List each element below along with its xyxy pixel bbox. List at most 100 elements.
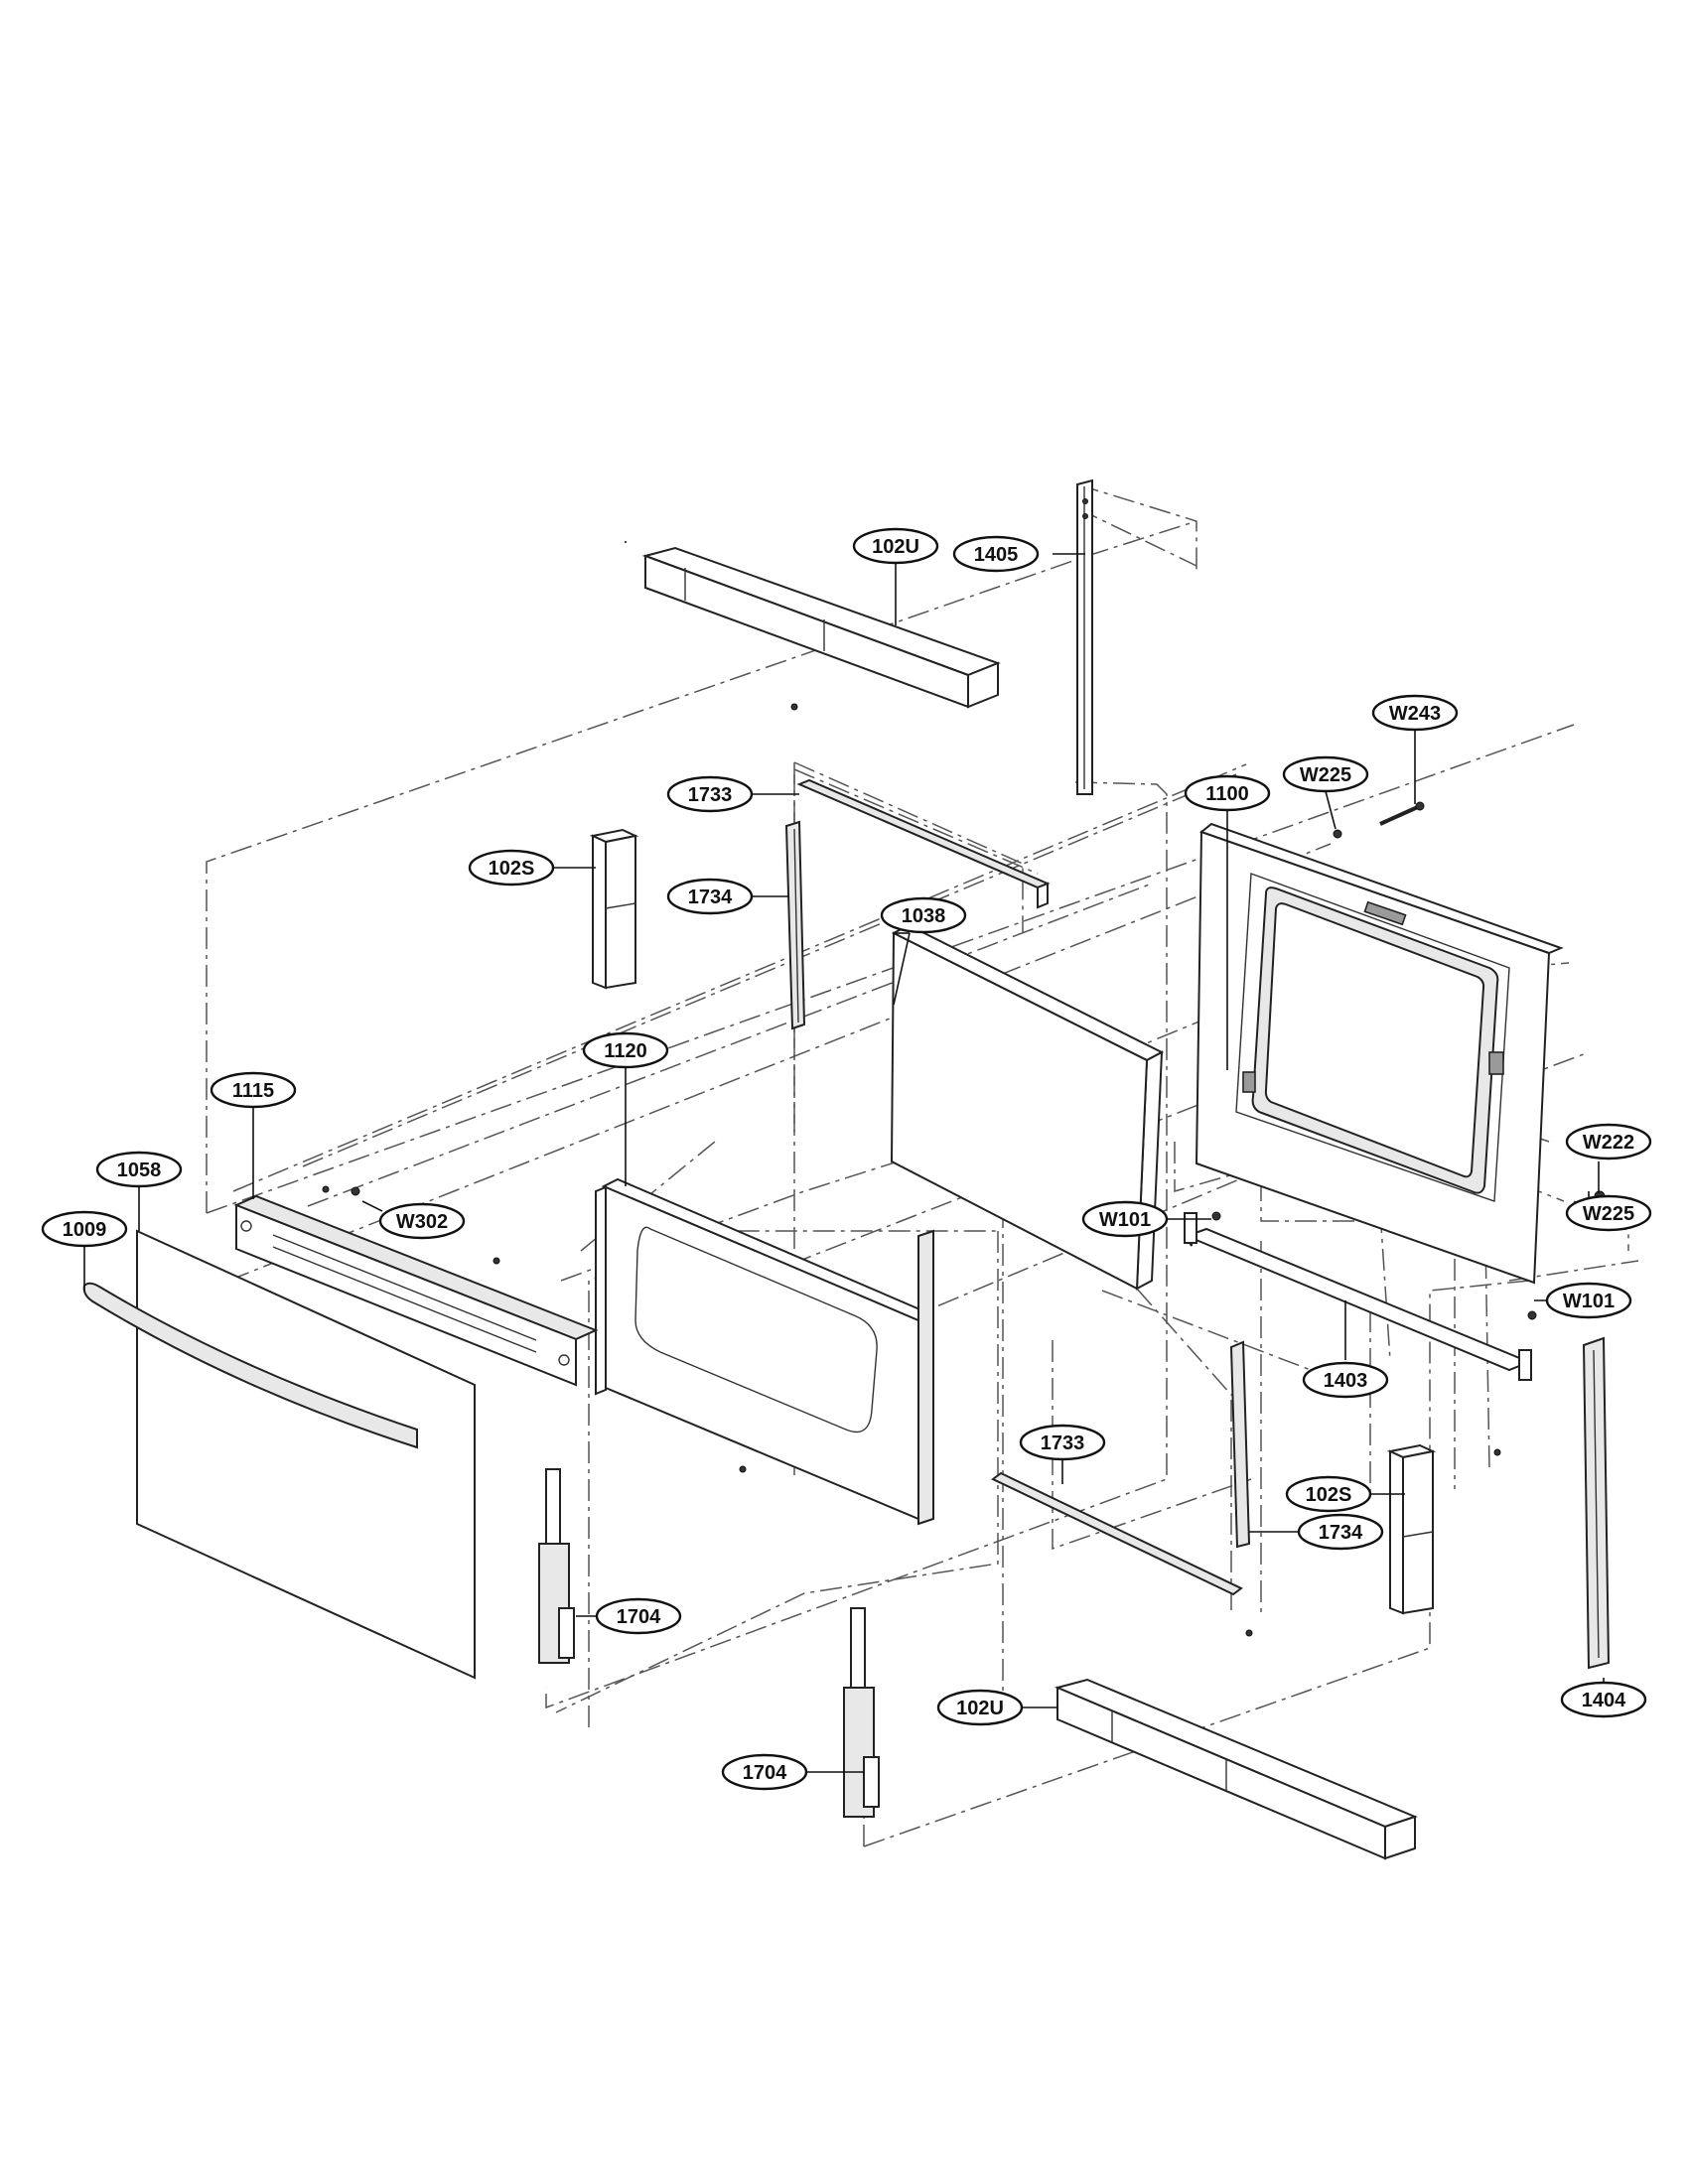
insulation-bar-102u-bottom — [1054, 1678, 1418, 1860]
callout-w101-right: W101 — [1545, 1282, 1632, 1319]
callout-oval — [1019, 1424, 1106, 1461]
callout-102s-left: 102S — [468, 849, 555, 887]
callout-text: 1403 — [1324, 1370, 1368, 1392]
callout-1733-top: 1733 — [666, 775, 754, 813]
callout-text: W101 — [1099, 1209, 1151, 1231]
callout-text: W222 — [1583, 1132, 1634, 1154]
callout-oval — [666, 775, 754, 813]
callout-oval — [1081, 1200, 1169, 1238]
side-strip-1404 — [1582, 1336, 1611, 1670]
callout-1009: 1009 — [41, 1210, 128, 1248]
callout-oval — [1371, 694, 1459, 732]
vent-trim-1115 — [233, 1194, 599, 1387]
callout-oval — [880, 896, 967, 934]
callout-text: 1115 — [232, 1080, 274, 1102]
door-panel-1058 — [136, 1229, 476, 1680]
callout-oval — [378, 1202, 466, 1240]
callout-text: 1733 — [688, 784, 733, 806]
callout-w225-right: W225 — [1565, 1194, 1652, 1232]
callout-1704-bottom: 1704 — [721, 1753, 808, 1791]
callout-oval — [595, 1597, 682, 1635]
callout-oval — [1302, 1361, 1389, 1399]
washer-w225-top — [1333, 829, 1342, 839]
callout-text: W243 — [1389, 703, 1441, 725]
screw-w243 — [1379, 801, 1425, 826]
hinge-1704-left — [538, 1468, 575, 1664]
bracket-1403 — [1184, 1212, 1532, 1381]
callout-text: 1734 — [1319, 1522, 1363, 1544]
callout-oval — [1285, 1475, 1372, 1513]
callout-w243: W243 — [1371, 694, 1459, 732]
callout-1704-left: 1704 — [595, 1597, 682, 1635]
callout-text: W101 — [1563, 1291, 1615, 1312]
callout-1100: 1100 — [1184, 774, 1271, 812]
callout-oval — [1565, 1123, 1652, 1160]
callout-oval — [721, 1753, 808, 1791]
side-strip-1405 — [1076, 478, 1093, 795]
callout-oval — [1282, 755, 1369, 793]
callout-text: 1405 — [974, 544, 1019, 566]
callout-w222: W222 — [1565, 1123, 1652, 1160]
callout-1734-bottom: 1734 — [1297, 1513, 1384, 1551]
callout-w225-top: W225 — [1282, 755, 1369, 793]
inner-door-frame-1100 — [1195, 822, 1564, 1285]
callout-oval — [952, 535, 1040, 573]
callout-text: 102U — [956, 1698, 1004, 1719]
callout-text: 1404 — [1582, 1690, 1626, 1711]
callout-text: 1009 — [63, 1219, 107, 1241]
callout-oval — [1184, 774, 1271, 812]
strip-1734-top — [784, 820, 806, 1030]
callout-1734-top: 1734 — [666, 878, 754, 915]
callout-1120: 1120 — [582, 1031, 669, 1069]
callout-1404: 1404 — [1560, 1681, 1647, 1718]
callout-1403: 1403 — [1302, 1361, 1389, 1399]
callout-oval — [1565, 1194, 1652, 1232]
callout-text: W225 — [1300, 764, 1351, 786]
callout-102u-bottom: 102U — [936, 1689, 1024, 1726]
callout-1058: 1058 — [95, 1151, 183, 1188]
callout-text: 1100 — [1205, 783, 1248, 805]
callout-oval — [1297, 1513, 1384, 1551]
insulation-block-102s-left — [589, 828, 639, 990]
callout-w302: W302 — [378, 1202, 466, 1240]
callout-102u-top: 102U — [852, 527, 939, 565]
callout-oval — [41, 1210, 128, 1248]
callout-oval — [666, 878, 754, 915]
strip-1734-bottom — [1229, 1340, 1251, 1549]
door-liner-1120 — [595, 1177, 934, 1526]
callout-text: 1733 — [1041, 1433, 1085, 1454]
callout-oval — [95, 1151, 183, 1188]
callout-1038: 1038 — [880, 896, 967, 934]
callout-oval — [936, 1689, 1024, 1726]
callout-1733-bottom: 1733 — [1019, 1424, 1106, 1461]
callout-oval — [1545, 1282, 1632, 1319]
callout-102s-right: 102S — [1285, 1475, 1372, 1513]
callout-text: 1734 — [688, 887, 733, 908]
callout-1115: 1115 — [210, 1071, 297, 1109]
strip-1733-bottom — [991, 1471, 1243, 1596]
strip-1733-top — [796, 778, 1051, 909]
callout-1405: 1405 — [952, 535, 1040, 573]
callout-w101-mid: W101 — [1081, 1200, 1169, 1238]
insulation-block-102s-right — [1386, 1443, 1437, 1615]
callout-text: 1038 — [902, 905, 946, 927]
callout-oval — [582, 1031, 669, 1069]
loose-screws — [322, 703, 1537, 1637]
insulation-bar-102u-top — [641, 546, 1001, 709]
callout-text: 102S — [1306, 1484, 1352, 1506]
callout-text: W302 — [396, 1211, 448, 1233]
hinge-1704-bottom — [843, 1607, 880, 1818]
callout-text: 1704 — [617, 1606, 661, 1628]
callout-text: 1704 — [743, 1762, 787, 1784]
callout-oval — [468, 849, 555, 887]
callout-text: 1058 — [117, 1160, 162, 1181]
callout-oval — [1560, 1681, 1647, 1718]
door-handle-1009 — [82, 1282, 418, 1449]
callout-text: 102S — [489, 858, 535, 880]
callout-text: 102U — [872, 536, 919, 558]
callout-text: W225 — [1583, 1203, 1634, 1225]
callout-oval — [210, 1071, 297, 1109]
callout-oval — [852, 527, 939, 565]
callout-text: 1120 — [604, 1040, 646, 1062]
